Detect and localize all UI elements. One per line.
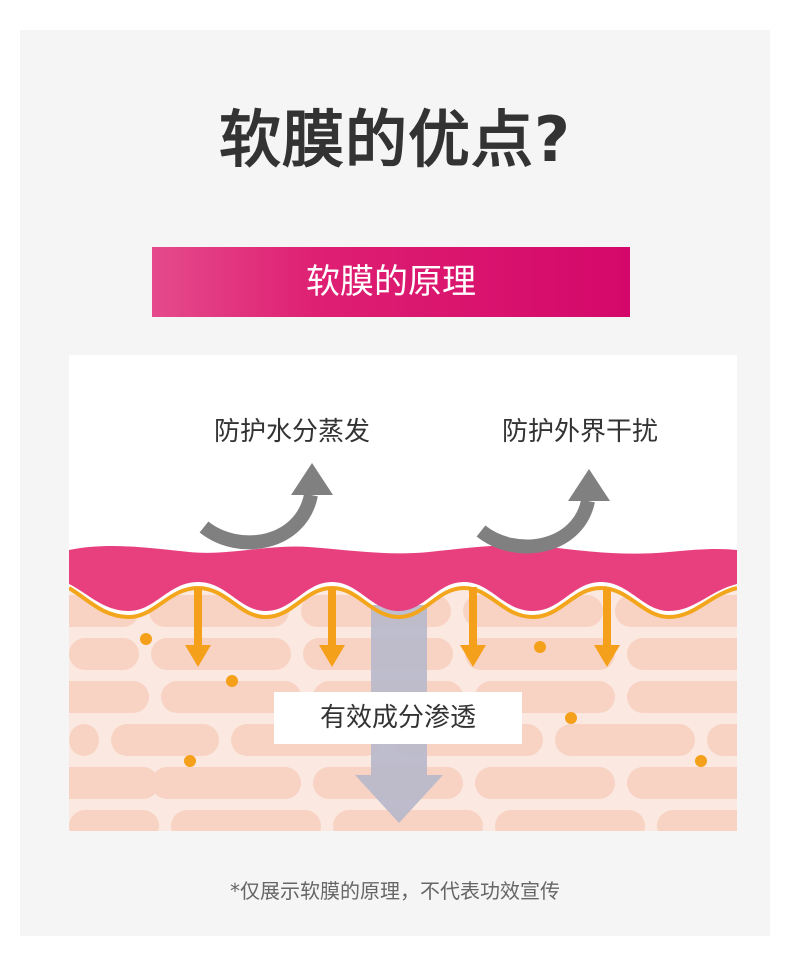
arrow-down-icon: [594, 587, 620, 667]
disclaimer-text: *仅展示软膜的原理，不代表功效宣传: [230, 879, 560, 903]
arrow-down-icon: [319, 587, 345, 667]
curved-arrow-up-icon: [199, 463, 333, 550]
label-prevent-external-interference: 防护外界干扰: [502, 417, 659, 447]
page-title: 软膜的优点?: [219, 103, 571, 176]
soft-mask-membrane: [69, 545, 737, 611]
curved-arrow-up-icon: [476, 469, 610, 554]
dot-icon: [140, 633, 707, 767]
section-banner: 软膜的原理: [152, 247, 630, 317]
skin-membrane-illustration: 防护水分蒸发 防护外界干扰 有效成分渗透: [69, 355, 737, 831]
membrane-edge: [69, 585, 737, 620]
arrow-down-icon: [185, 587, 211, 667]
label-prevent-water-evaporation: 防护水分蒸发: [214, 417, 371, 447]
label-active-ingredient-penetration: 有效成分渗透: [274, 692, 522, 744]
arrow-down-icon: [460, 587, 486, 667]
